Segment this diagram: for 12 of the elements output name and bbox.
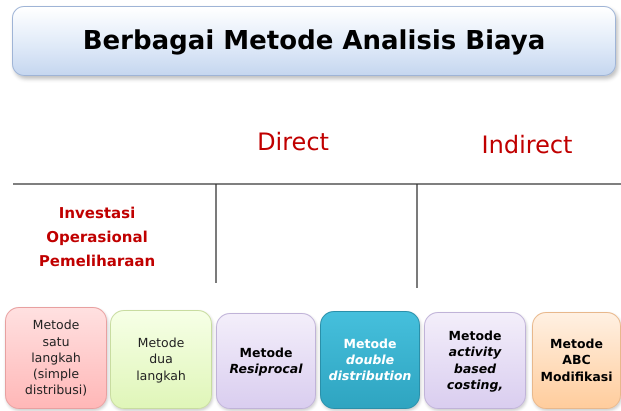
column-heading: Direct — [257, 128, 329, 156]
row-label: Operasional — [46, 228, 148, 246]
method-box: Metode Resiprocal — [216, 313, 316, 409]
method-box: Metode dua langkah — [110, 310, 212, 409]
method-box: Metode ABC Modifikasi — [532, 312, 621, 409]
method-box: Metode satu langkah (simple distribusi) — [5, 307, 107, 409]
row-label: Investasi — [58, 204, 136, 222]
method-box: Metode activity based costing, — [424, 312, 526, 409]
column-heading: Indirect — [482, 131, 572, 159]
row-label: Pemeliharaan — [38, 252, 156, 270]
method-box: Metode double distribution — [320, 311, 420, 409]
title-banner: Berbagai Metode Analisis Biaya — [12, 6, 616, 76]
